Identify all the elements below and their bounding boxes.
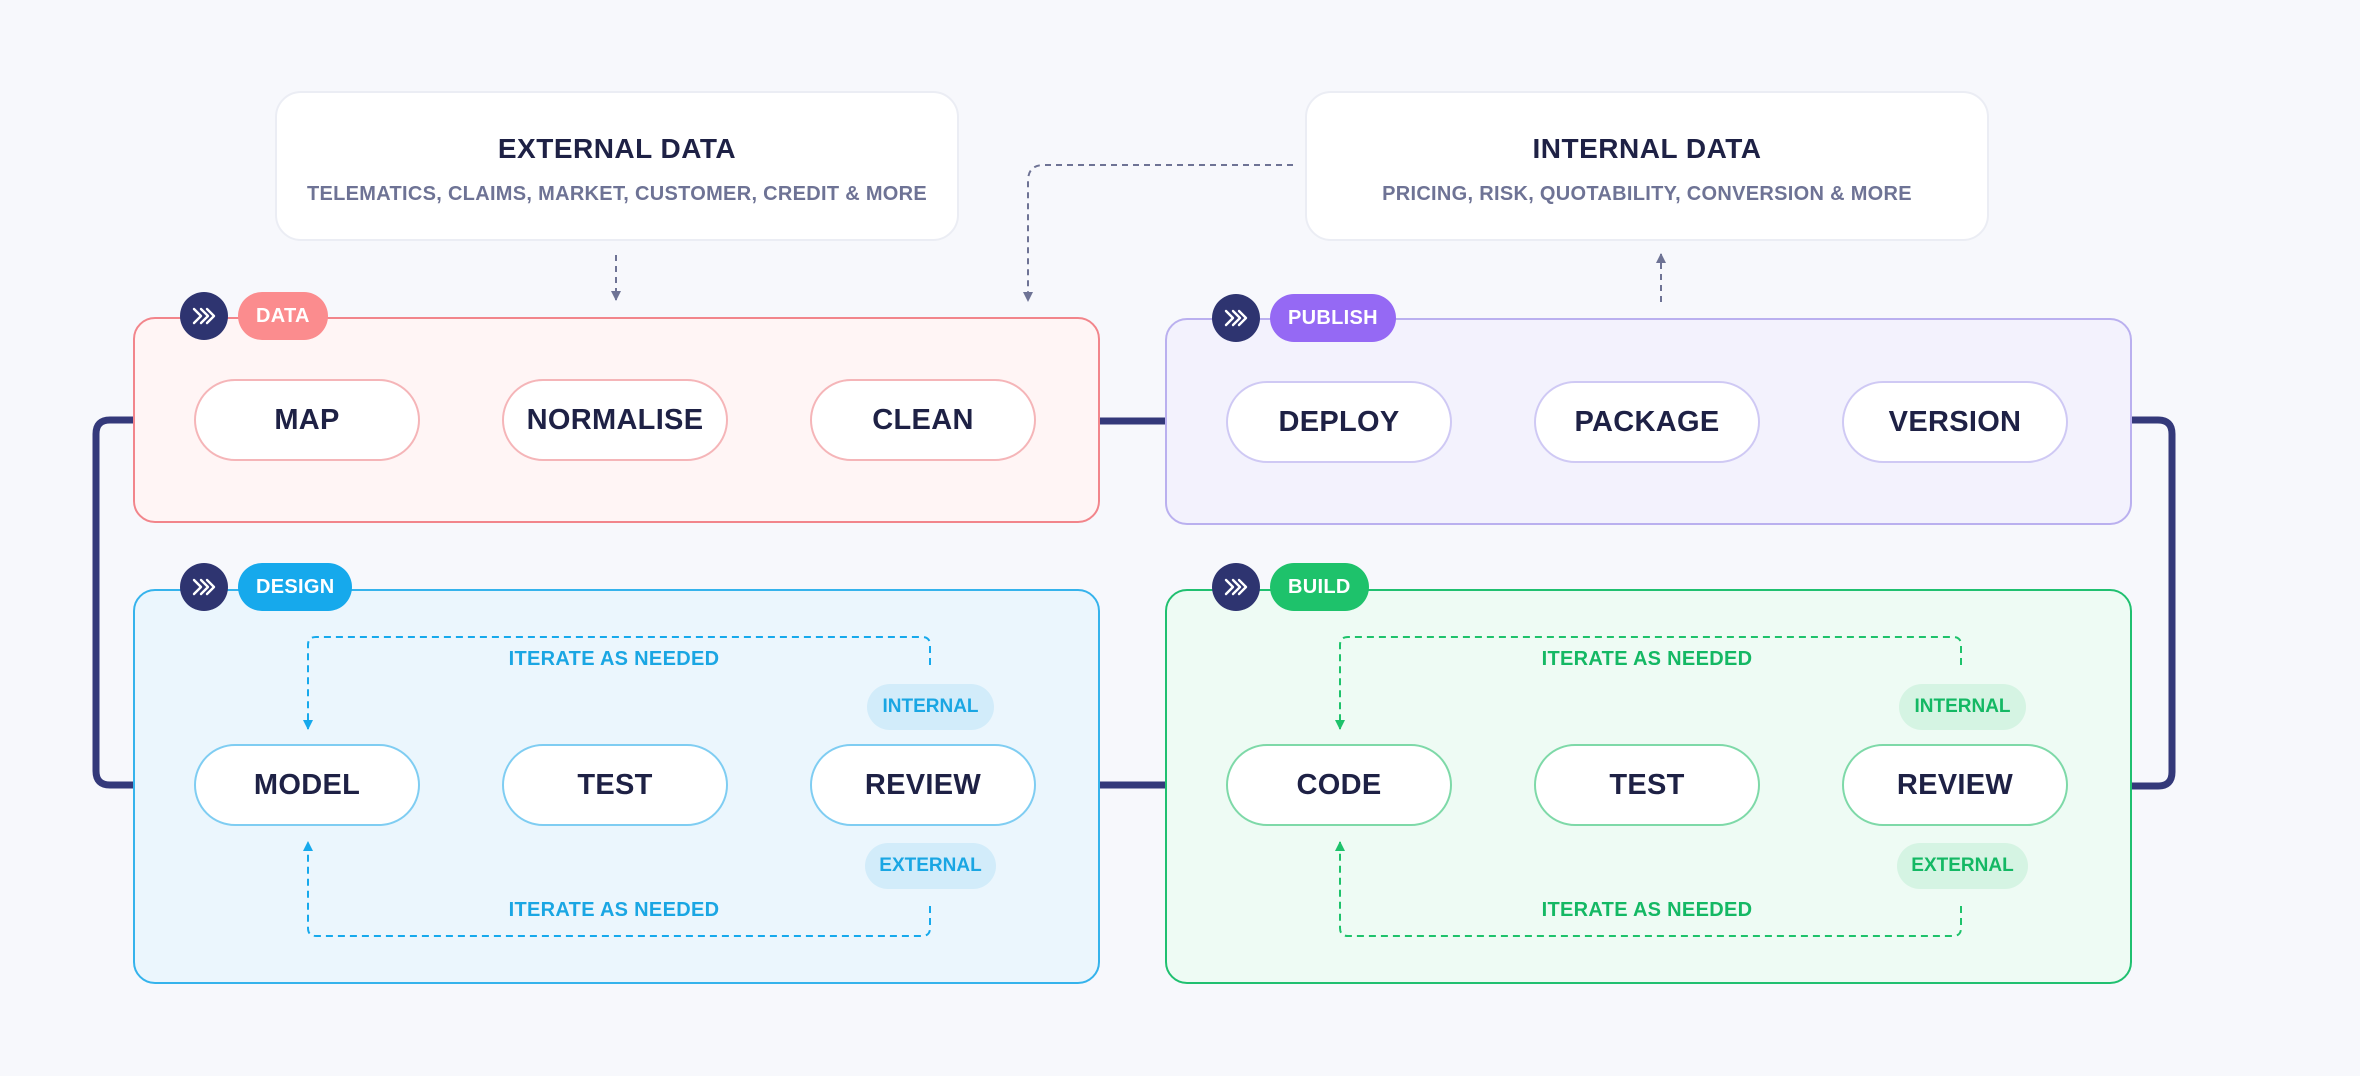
map-to-model-arrow <box>92 416 180 797</box>
model-step: MODEL <box>194 744 420 826</box>
design-stage-tag: DESIGN <box>238 563 353 611</box>
code-step: CODE <box>1226 744 1452 826</box>
data-stage-tag: DATA <box>238 292 328 340</box>
package-step: PACKAGE <box>1534 381 1760 463</box>
deploy-step: DEPLOY <box>1226 381 1452 463</box>
design-internal-badge: INTERNAL <box>867 684 994 730</box>
double-chevron-icon <box>1212 294 1260 342</box>
external-data-title: EXTERNAL DATA <box>497 133 737 164</box>
build-stage-tag: BUILD <box>1270 563 1369 611</box>
internal-data-subtitle: PRICING, RISK, QUOTABILITY, CONVERSION &… <box>1382 183 1912 205</box>
design-iterate-top-label: ITERATE AS NEEDED <box>508 648 720 670</box>
external-data-card: EXTERNAL DATA TELEMATICS, CLAIMS, MARKET… <box>275 91 959 241</box>
external-data-subtitle: TELEMATICS, CLAIMS, MARKET, CUSTOMER, CR… <box>306 183 928 205</box>
internal-data-title: INTERNAL DATA <box>1532 133 1762 164</box>
clean-step: CLEAN <box>810 379 1036 461</box>
design-iterate-bottom-loop <box>303 841 931 937</box>
build-internal-badge: INTERNAL <box>1899 684 2026 730</box>
double-chevron-icon <box>180 292 228 340</box>
build-test-step: TEST <box>1534 744 1760 826</box>
internal-data-card: INTERNAL DATA PRICING, RISK, QUOTABILITY… <box>1305 91 1989 241</box>
design-iterate-top-loop <box>303 636 931 730</box>
double-chevron-icon <box>180 563 228 611</box>
design-test-step: TEST <box>502 744 728 826</box>
version-step: VERSION <box>1842 381 2068 463</box>
review-to-version-arrow <box>2087 408 2176 790</box>
build-iterate-bottom-loop <box>1335 841 1962 937</box>
map-step: MAP <box>194 379 420 461</box>
build-iterate-bottom-label: ITERATE AS NEEDED <box>1541 899 1753 921</box>
build-review-step: REVIEW <box>1842 744 2068 826</box>
build-iterate-top-label: ITERATE AS NEEDED <box>1541 648 1753 670</box>
double-chevron-icon <box>1212 563 1260 611</box>
normalise-step: NORMALISE <box>502 379 728 461</box>
build-external-badge: EXTERNAL <box>1897 843 2028 889</box>
design-review-step: REVIEW <box>810 744 1036 826</box>
design-iterate-bottom-label: ITERATE AS NEEDED <box>508 899 720 921</box>
publish-stage-tag: PUBLISH <box>1270 294 1396 342</box>
design-external-badge: EXTERNAL <box>865 843 996 889</box>
